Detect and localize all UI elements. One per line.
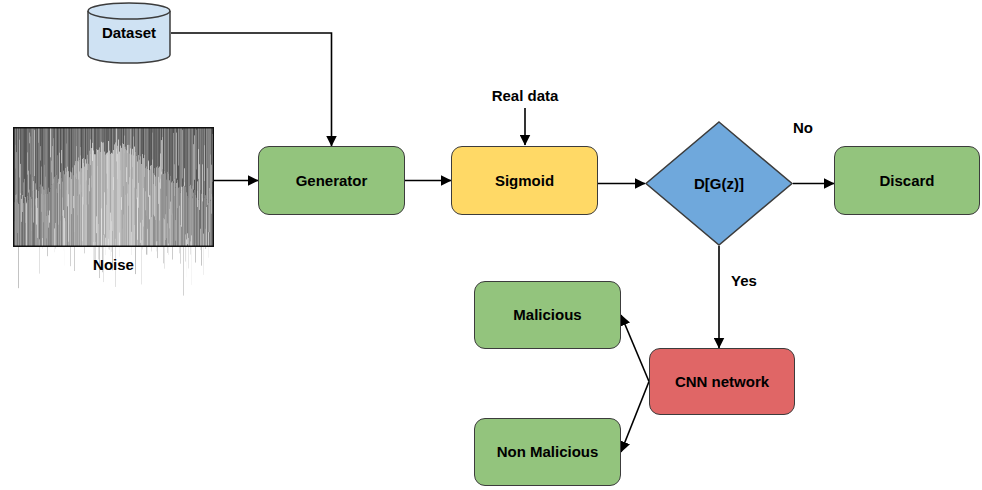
- noise-image: Noise: [13, 127, 214, 247]
- flow-arrow: [621, 382, 649, 453]
- flow-arrow: [793, 183, 834, 185]
- sigmoid-box: Sigmoid: [451, 146, 598, 215]
- malicious-box: Malicious: [474, 281, 621, 349]
- cnn-box: CNN network: [649, 348, 795, 415]
- decision-diamond: D[G(z)]: [645, 121, 793, 246]
- node-label: Sigmoid: [495, 172, 554, 190]
- flow-arrow: [598, 183, 645, 185]
- input-arrow: [524, 108, 526, 145]
- node-label: Discard: [879, 172, 934, 190]
- flow-arrow: [621, 315, 649, 382]
- node-label: Non Malicious: [497, 443, 599, 461]
- edge-label: Yes: [728, 271, 760, 290]
- flow-arrow: [718, 246, 720, 348]
- flow-arrow: [405, 180, 451, 182]
- image-caption: Noise: [93, 256, 134, 274]
- node-label: Malicious: [513, 306, 581, 324]
- node-label: D[G(z)]: [694, 175, 744, 193]
- non-malicious-box: Non Malicious: [474, 418, 621, 486]
- noise-image-outline: [13, 127, 214, 247]
- edge-label: No: [790, 118, 816, 137]
- node-label: Dataset: [102, 24, 156, 42]
- node-label: CNN network: [675, 373, 769, 391]
- dataset-cylinder: Dataset: [87, 2, 171, 64]
- generator-box: Generator: [258, 146, 405, 215]
- node-label: Generator: [296, 172, 368, 190]
- flow-arrow: [214, 180, 258, 182]
- discard-box: Discard: [834, 146, 980, 215]
- input-label: Real data: [489, 86, 562, 105]
